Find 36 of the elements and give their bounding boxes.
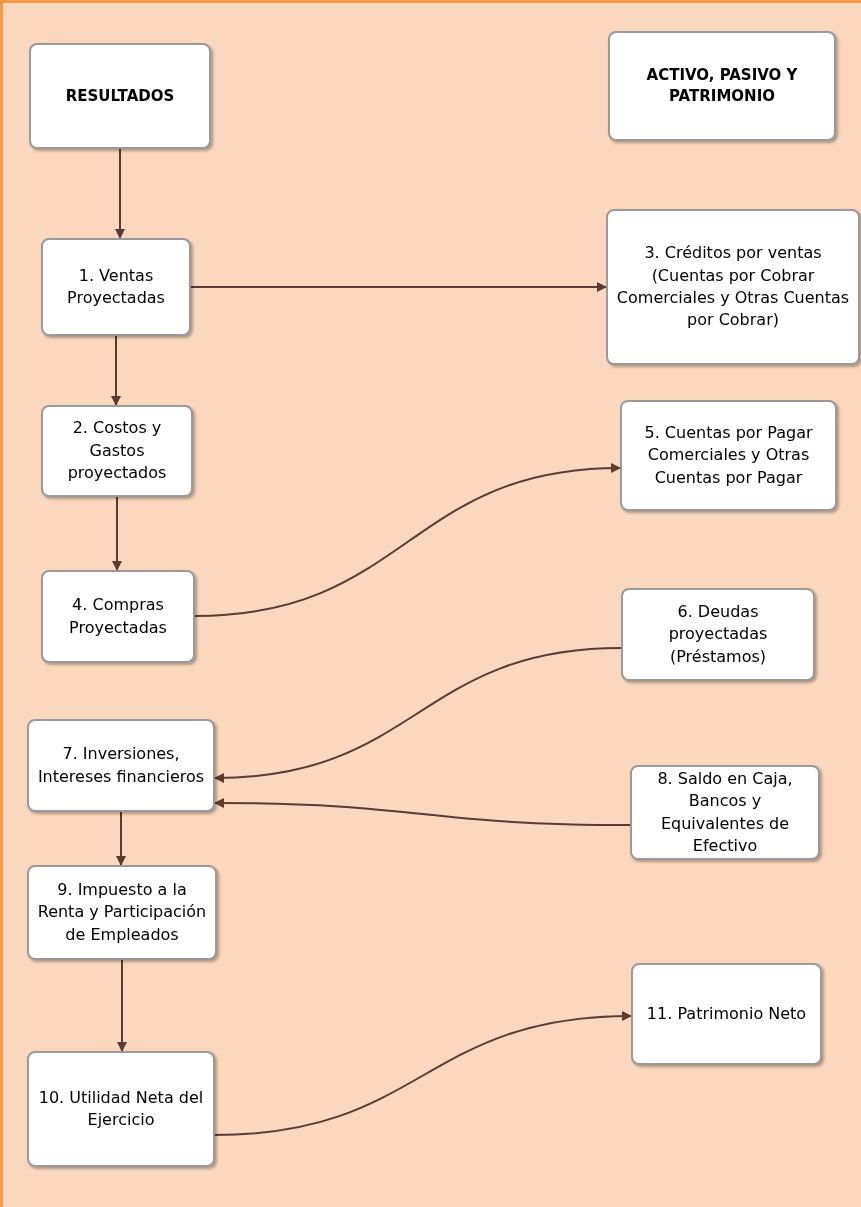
box-label: 1. Ventas Proyectadas: [66, 264, 166, 309]
process-box: [41, 238, 191, 336]
process-box: [621, 588, 815, 681]
arrow: [214, 798, 631, 826]
process-box: [631, 963, 822, 1065]
box-label: ACTIVO, PASIVO Y PATRIMONIO: [645, 65, 799, 107]
box-label: 4. Compras Proyectadas: [68, 594, 168, 639]
process-box: [41, 405, 193, 497]
process-box: [27, 865, 217, 960]
box-label: 9. Impuesto a la Renta y Participación de Empleados: [36, 878, 208, 946]
process-box: [620, 400, 837, 511]
box-label: 3. Créditos por ventas (Cuentas por Cobrar Comerciales y Otras Cuentas por Cobrar): [615, 242, 851, 332]
box-label: 7. Inversiones, Intereses financieros: [36, 743, 206, 788]
box-label: 10. Utilidad Neta del Ejercicio: [37, 1086, 205, 1131]
process-box: [606, 209, 860, 365]
arrow: [214, 1011, 632, 1136]
process-box: [608, 31, 836, 141]
box-label: 11. Patrimonio Neto: [646, 1002, 807, 1025]
arrow: [194, 463, 621, 617]
box-label: RESULTADOS: [65, 85, 175, 107]
arrow: [117, 959, 127, 1052]
box-label: 6. Deudas proyectadas (Préstamos): [667, 600, 769, 668]
arrow: [111, 335, 121, 406]
process-box: [27, 719, 215, 812]
arrow: [116, 811, 126, 866]
box-label: 2. Costos y Gastos proyectados: [66, 417, 168, 485]
box-label: 8. Saldo en Caja, Bancos y Equivalentes de Efectivo: [656, 767, 794, 857]
process-box: [27, 1051, 215, 1167]
process-box: [41, 570, 195, 663]
arrow: [214, 647, 622, 783]
arrow: [112, 496, 122, 571]
process-box: [29, 43, 211, 149]
arrow: [190, 282, 607, 292]
box-label: 5. Cuentas por Pagar Comerciales y Otras Cuentas por Pagar: [643, 421, 814, 489]
arrow: [115, 148, 125, 239]
process-box: [630, 765, 820, 860]
